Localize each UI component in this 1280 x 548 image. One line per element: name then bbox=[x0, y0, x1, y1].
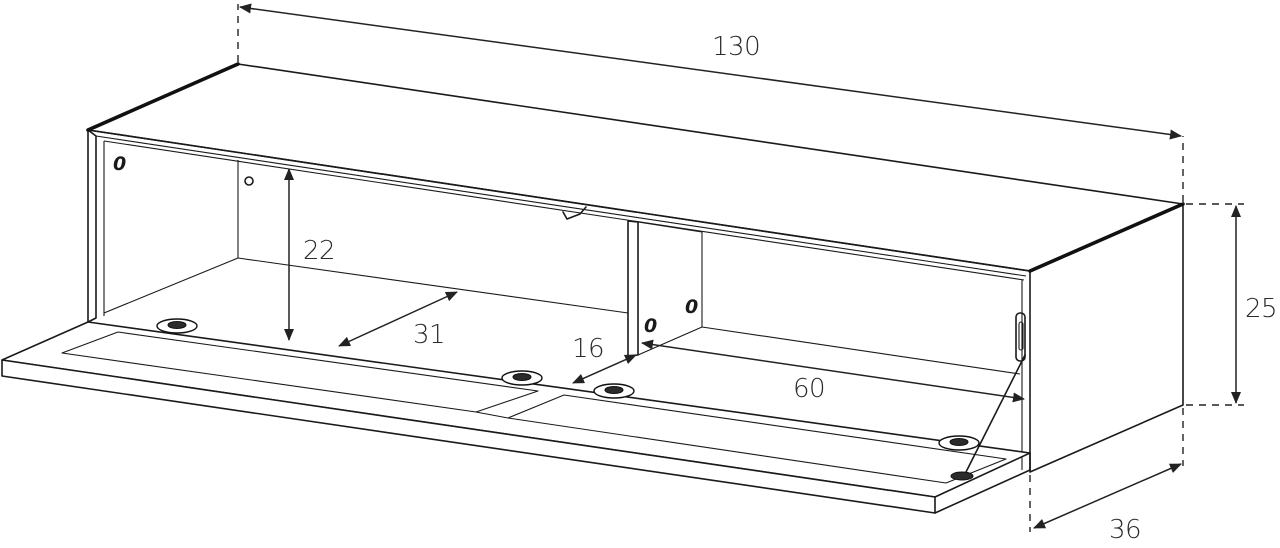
dimension-compartment-label: 60 bbox=[793, 374, 825, 404]
dimension-divider-label: 16 bbox=[572, 334, 604, 364]
dimension-inner-depth-label: 31 bbox=[413, 320, 445, 350]
dimension-width-label: 130 bbox=[712, 32, 760, 62]
divider-top-edge bbox=[637, 221, 703, 233]
door-recess-right bbox=[507, 394, 1007, 484]
interior-floor-back-edge-left bbox=[237, 257, 629, 314]
door-right-bottom-edge bbox=[934, 469, 1031, 514]
cutout-marker-left: 0 bbox=[113, 153, 126, 175]
door-stay-mount bbox=[950, 471, 974, 481]
top-front-edge-inner bbox=[95, 135, 1027, 277]
cutout-marker-divider: 0 bbox=[644, 315, 657, 337]
hinge-left bbox=[156, 318, 198, 334]
top-right-edge bbox=[1028, 202, 1185, 273]
dimension-inner-depth bbox=[338, 291, 458, 347]
hinge-center bbox=[501, 370, 543, 386]
cable-hole bbox=[244, 176, 254, 186]
door-latch bbox=[1015, 312, 1026, 362]
dimensions: 130 25 36 22 31 16 60 bbox=[237, 3, 1278, 545]
interior-floor-left-edge bbox=[103, 257, 239, 314]
center-divider bbox=[627, 220, 639, 357]
top-left-edge bbox=[86, 62, 240, 132]
drop-down-door bbox=[1, 318, 1031, 514]
door-recess-divider bbox=[475, 411, 509, 419]
door-top-face bbox=[1, 321, 1031, 498]
hinge-right bbox=[938, 435, 980, 451]
left-side-panel bbox=[87, 129, 97, 323]
interior-floor-back-edge-right bbox=[701, 326, 1021, 375]
dimension-width bbox=[239, 3, 1182, 140]
cutout-marker-right: 0 bbox=[685, 296, 698, 318]
dimension-inner-height-label: 22 bbox=[303, 236, 335, 266]
top-front-edge-lip bbox=[103, 140, 1025, 281]
dimension-depth bbox=[1033, 463, 1182, 529]
top-front-edge bbox=[87, 129, 1031, 272]
ceiling-bracket bbox=[562, 206, 587, 220]
dimension-divider bbox=[572, 354, 637, 384]
dimension-height-label: 25 bbox=[1245, 294, 1277, 324]
dimension-depth-label: 36 bbox=[1109, 515, 1141, 545]
dimension-compartment bbox=[641, 339, 1025, 403]
hinge-center-right bbox=[593, 383, 635, 399]
